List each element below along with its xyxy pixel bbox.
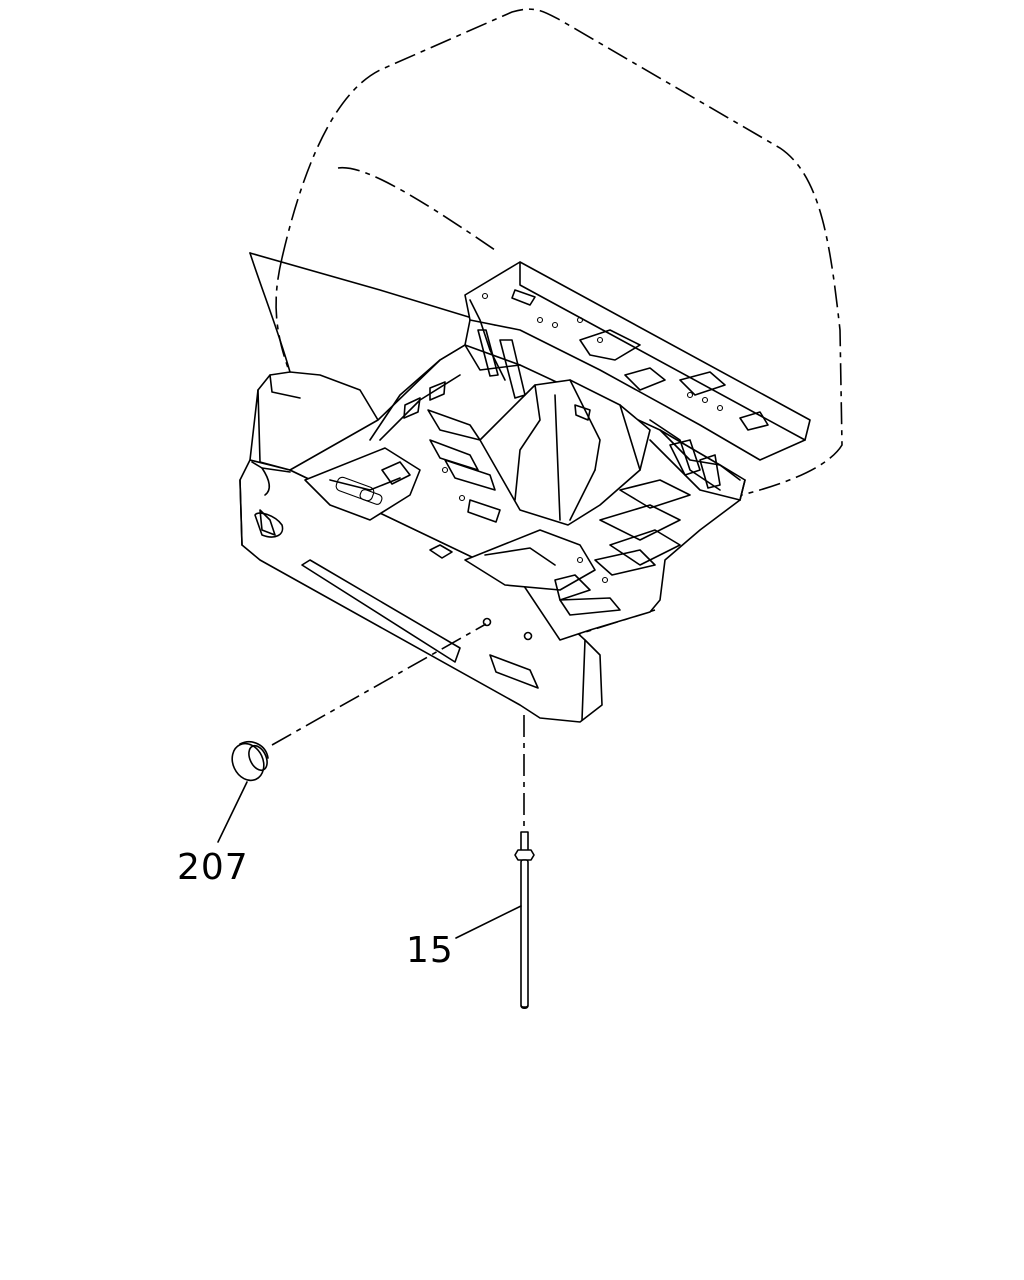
callout-number-15: 15 (406, 930, 454, 971)
floor-body-assembly (239, 252, 811, 723)
callout-number-207: 207 (177, 847, 249, 888)
plug-grommet-part (231, 741, 269, 782)
callout-leader-15 (455, 905, 522, 939)
dipstick-rod-part (514, 831, 535, 1010)
assembly-leader-lines (271, 623, 525, 840)
callout-leader-207 (217, 781, 248, 843)
